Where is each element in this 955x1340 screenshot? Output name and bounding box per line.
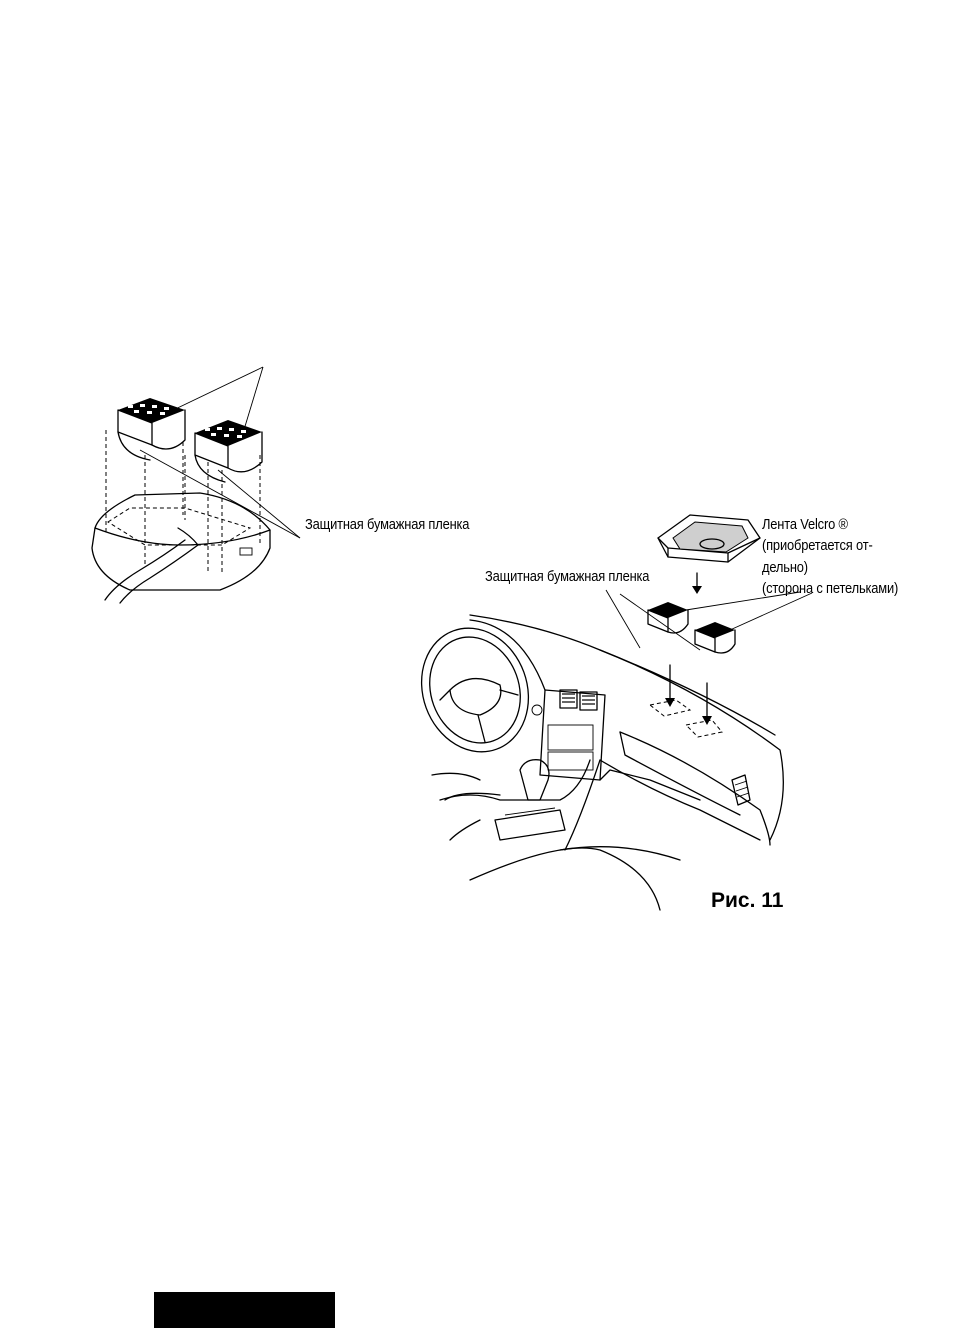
footer-black-bar	[154, 1292, 335, 1328]
velcro-label-line1: Лента Velcro ®	[762, 515, 848, 534]
velcro-tray	[658, 515, 760, 562]
velcro-pad-left-2	[195, 420, 262, 482]
left-film-label: Защитная бумажная пленка	[305, 515, 469, 534]
velcro-pad-left-1	[118, 398, 185, 460]
velcro-pad-right-2	[695, 622, 735, 653]
right-film-label: Защитная бумажная пленка	[485, 567, 649, 586]
left-holder-illustration	[92, 367, 300, 603]
figure-caption: Рис. 11	[711, 889, 783, 913]
velcro-label-line4: (сторона с петельками)	[762, 579, 898, 598]
velcro-label-line3: дельно)	[762, 558, 808, 577]
velcro-label-line2: (приобретается от-	[762, 536, 873, 555]
